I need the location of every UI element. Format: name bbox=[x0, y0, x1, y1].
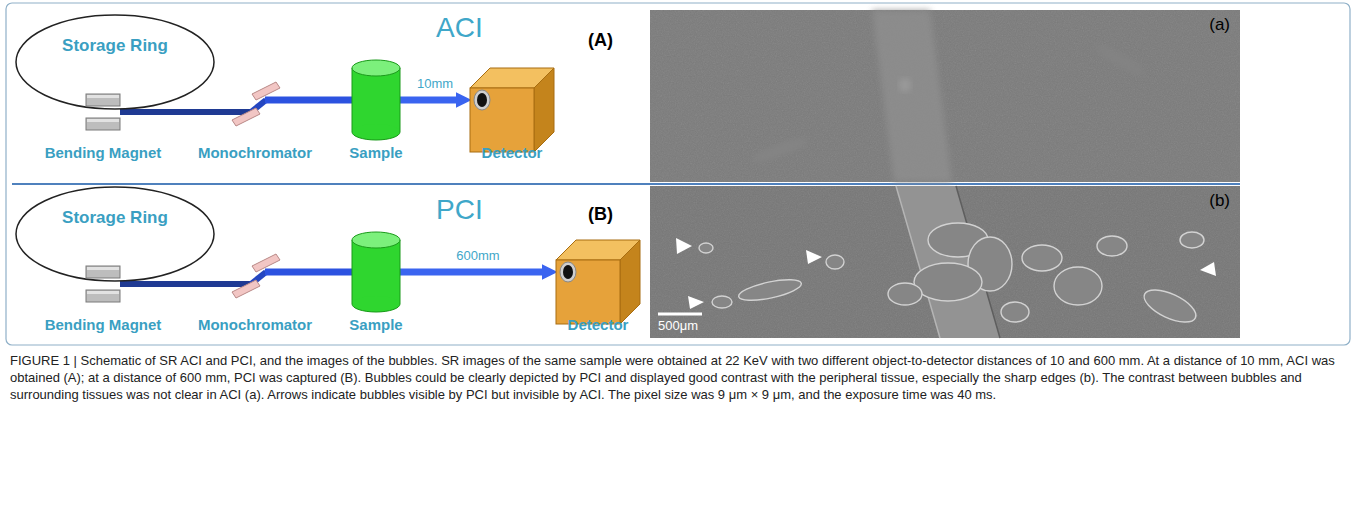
scale-label: 500μm bbox=[658, 318, 698, 333]
figure-border bbox=[6, 3, 1350, 345]
sample-shape bbox=[352, 60, 400, 140]
magnet-shape bbox=[86, 94, 120, 130]
beam-line bbox=[288, 97, 352, 104]
figure-caption: FIGURE 1 | Schematic of SR ACI and PCI, … bbox=[10, 352, 1345, 403]
panel-letter: (A) bbox=[588, 30, 613, 51]
beam-line bbox=[400, 97, 458, 104]
sample-shape bbox=[352, 232, 400, 312]
pci-image bbox=[650, 186, 1240, 338]
method-title: ACI bbox=[436, 12, 483, 44]
scale-bar bbox=[658, 313, 702, 316]
distance-label: 600mm bbox=[456, 248, 499, 263]
magnet-shape bbox=[86, 266, 120, 302]
beam-line bbox=[120, 109, 222, 115]
detector-node: Detector bbox=[470, 68, 554, 152]
component-label: Bending Magnet bbox=[45, 316, 162, 334]
magnet-node: Bending Magnet bbox=[86, 94, 120, 130]
detector-node: Detector bbox=[556, 240, 640, 324]
panel-letter: (b) bbox=[1209, 191, 1230, 211]
aci-image bbox=[650, 10, 1240, 182]
component-label: Sample bbox=[349, 316, 402, 334]
image-panel: (a) bbox=[650, 10, 1240, 182]
component-label: Bending Magnet bbox=[45, 144, 162, 162]
component-label: Detector bbox=[568, 316, 629, 334]
detector-shape bbox=[556, 240, 640, 324]
beam-line bbox=[400, 269, 544, 276]
component-label: Monochromator bbox=[198, 144, 312, 162]
ring-label: Storage Ring bbox=[62, 36, 168, 56]
panel-letter: (a) bbox=[1209, 15, 1230, 35]
magnet-node: Bending Magnet bbox=[86, 266, 120, 302]
panel-letter: (B) bbox=[588, 204, 613, 225]
ring-label: Storage Ring bbox=[62, 208, 168, 228]
beam-line bbox=[120, 281, 222, 287]
mono-shape bbox=[222, 258, 288, 298]
divider-line bbox=[12, 183, 1240, 185]
distance-label: 10mm bbox=[417, 76, 453, 91]
component-label: Sample bbox=[349, 144, 402, 162]
sample-node: Sample bbox=[352, 232, 400, 312]
mono-node: Monochromator bbox=[222, 258, 288, 298]
mono-node: Monochromator bbox=[222, 86, 288, 126]
component-label: Detector bbox=[482, 144, 543, 162]
beam-line bbox=[288, 269, 352, 276]
image-panel: (b) 500μm bbox=[650, 186, 1240, 338]
mono-shape bbox=[222, 86, 288, 126]
method-title: PCI bbox=[436, 194, 483, 226]
detector-shape bbox=[470, 68, 554, 152]
component-label: Monochromator bbox=[198, 316, 312, 334]
sample-node: Sample bbox=[352, 60, 400, 140]
